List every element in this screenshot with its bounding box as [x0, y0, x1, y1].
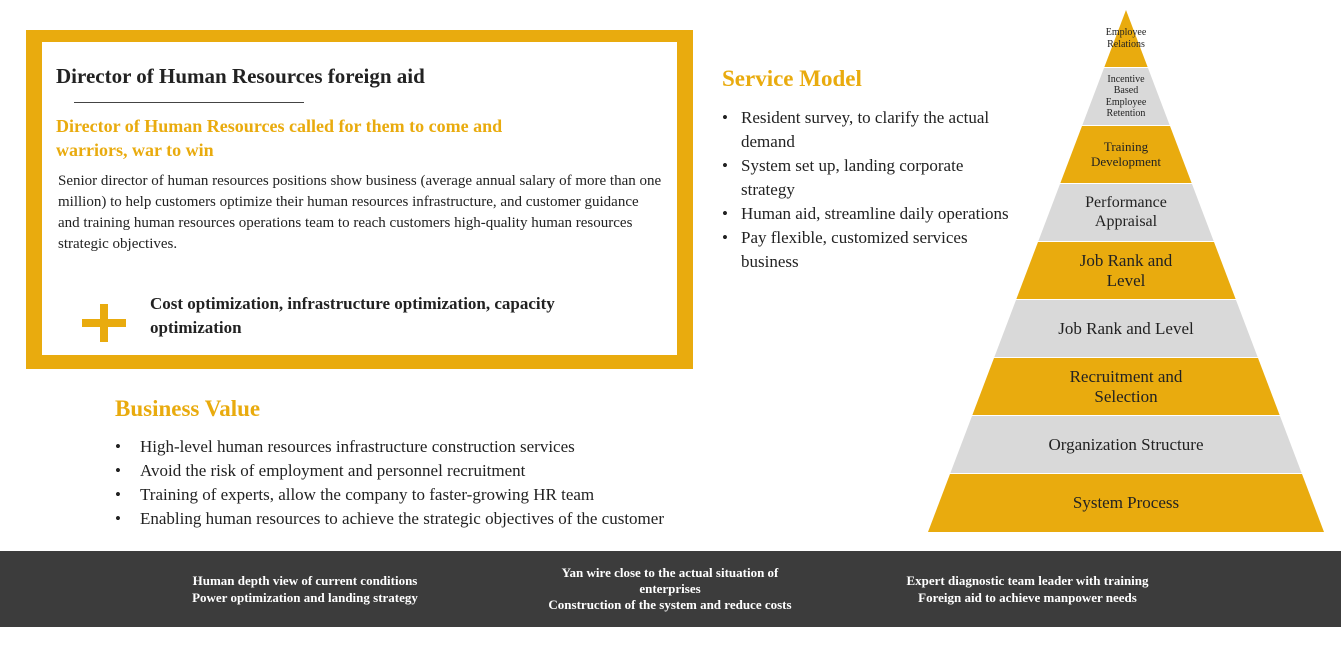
banner-item: Expert diagnostic team leader with train… [870, 551, 1185, 627]
pyramid-label-line: Relations [1107, 38, 1145, 50]
list-item: Human aid, streamline daily operations [722, 202, 1012, 226]
pyramid-label-line: Appraisal [1094, 212, 1158, 230]
banner-line: Expert diagnostic team leader with train… [906, 573, 1149, 588]
pyramid-label-line: Performance [1085, 194, 1167, 212]
pyramid-level-label: Job Rank and Level [978, 300, 1274, 357]
banner-item: Yan wire close to the actual situation o… [515, 551, 825, 627]
pyramid-label-line: Training [1103, 138, 1149, 154]
director-panel-inner: Director of Human Resources foreign aid … [42, 42, 677, 355]
banner-line: Foreign aid to achieve manpower needs [918, 590, 1137, 605]
list-item: High-level human resources infrastructur… [115, 435, 775, 459]
director-subtitle: Director of Human Resources called for t… [56, 114, 576, 162]
pyramid-level-6 [994, 300, 1258, 357]
list-item: Enabling human resources to achieve the … [115, 507, 775, 531]
pyramid-label-line: Job Rank and Level [1058, 318, 1194, 338]
banner-line: enterprises [639, 581, 701, 596]
optimization-text: Cost optimization, infrastructure optimi… [150, 294, 555, 337]
pyramid-level-9 [928, 474, 1324, 532]
pyramid-level-3 [1060, 126, 1192, 183]
pyramid-level-label: System Process [978, 474, 1274, 532]
pyramid-label-line: Based [1113, 85, 1139, 96]
pyramid-level-2 [1082, 68, 1170, 125]
pyramid-label-line: Employee [1105, 96, 1147, 108]
business-value-list: High-level human resources infrastructur… [115, 435, 775, 531]
pyramid-label-line: Retention [1106, 108, 1146, 119]
banner-line: Yan wire close to the actual situation o… [561, 565, 779, 580]
director-panel: Director of Human Resources foreign aid … [26, 30, 693, 369]
pyramid-label-line: Employee [1105, 27, 1147, 38]
banner-line: Power optimization and landing strategy [192, 590, 418, 605]
pyramid-level-8 [950, 416, 1302, 473]
pyramid-label-line: Level [1106, 270, 1146, 290]
pyramid-level-label: Organization Structure [978, 416, 1274, 473]
pyramid-level-5 [1016, 242, 1236, 299]
service-model-list: Resident survey, to clarify the actual d… [722, 106, 1012, 274]
list-item: Resident survey, to clarify the actual d… [722, 106, 1012, 154]
list-item: Training of experts, allow the company t… [115, 483, 775, 507]
pyramid-label-line: Development [1090, 153, 1162, 169]
banner-line: Construction of the system and reduce co… [548, 597, 792, 612]
pyramid-label-line: Organization Structure [1048, 434, 1204, 454]
pyramid-label-line: Job Rank and [1079, 250, 1173, 270]
pyramid-shapes [928, 10, 1324, 532]
banner-item: Human depth view of current conditions P… [150, 551, 460, 627]
pyramid-level-1 [1104, 10, 1148, 67]
director-title: Director of Human Resources foreign aid [56, 64, 425, 88]
business-value-title: Business Value [115, 396, 261, 421]
bottom-banner: Human depth view of current conditions P… [0, 551, 1341, 627]
list-item: Avoid the risk of employment and personn… [115, 459, 775, 483]
pyramid-label-line: Incentive [1107, 73, 1145, 85]
title-underline [74, 102, 304, 103]
pyramid-label-line: System Process [1072, 493, 1180, 513]
director-description: Senior director of human resources posit… [58, 173, 662, 252]
director-subtitle-line: Director of Human Resources called for t… [56, 116, 503, 136]
pyramid-level-7 [972, 358, 1280, 415]
pyramid-level-4 [1038, 184, 1214, 241]
service-model-title: Service Model [722, 66, 862, 91]
pyramid-label-line: Selection [1094, 386, 1158, 406]
banner-line: Human depth view of current conditions [192, 573, 418, 588]
list-item: Pay flexible, customized services busine… [722, 226, 1012, 274]
pyramid-label-line: Recruitment and [1069, 366, 1183, 386]
plus-icon [82, 304, 126, 342]
list-item: System set up, landing corporate strateg… [722, 154, 1012, 202]
director-subtitle-line: warriors, war to win [56, 140, 214, 160]
